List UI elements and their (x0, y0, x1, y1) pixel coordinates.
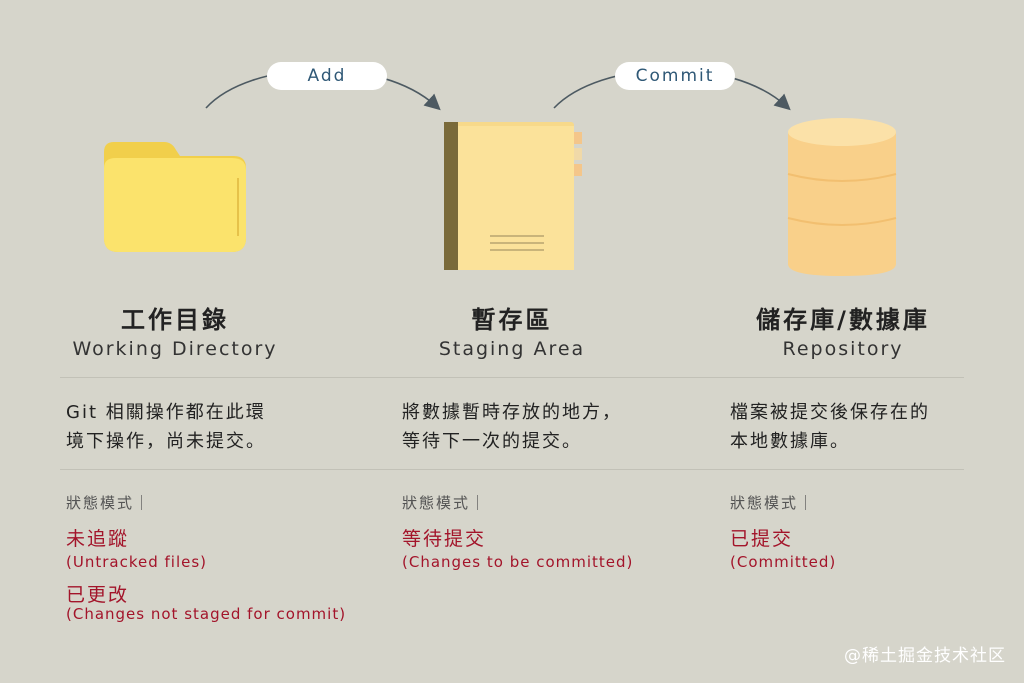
desc-line: 將數據暫時存放的地方， (402, 402, 622, 423)
desc-line: 檔案被提交後保存在的 (730, 402, 930, 423)
notebook-icon (444, 122, 582, 270)
desc-line: Git 相關操作都在此環 (66, 402, 266, 423)
desc-line: 本地數據庫。 (730, 431, 850, 452)
status-untracked: 未追蹤 (66, 528, 130, 550)
divider-top (60, 377, 964, 378)
repository-title: 儲存庫/數據庫 (756, 306, 930, 334)
status-modified-sub: (Changes not staged for commit) (66, 605, 347, 623)
status-committed: 已提交 (730, 528, 794, 550)
status-label: 狀態模式｜ (66, 494, 152, 512)
status-modified: 已更改 (66, 584, 130, 606)
status-staged: 等待提交 (402, 528, 487, 550)
status-staged-sub: (Changes to be committed) (402, 553, 634, 571)
divider-bottom (60, 469, 964, 470)
repository-subtitle: Repository (782, 338, 904, 360)
working-directory-title: 工作目錄 (121, 306, 229, 334)
commit-label: Commit (615, 62, 735, 90)
working-directory-description: Git 相關操作都在此環 境下操作，尚未提交。 (66, 398, 366, 456)
database-icon (787, 118, 897, 276)
staging-area-description: 將數據暫時存放的地方， 等待下一次的提交。 (402, 398, 702, 456)
watermark: @稀土掘金技术社区 (844, 646, 1006, 666)
status-untracked-sub: (Untracked files) (66, 553, 208, 571)
status-label: 狀態模式｜ (730, 494, 816, 512)
staging-area-subtitle: Staging Area (438, 338, 586, 360)
status-committed-sub: (Committed) (730, 553, 837, 571)
status-label: 狀態模式｜ (402, 494, 488, 512)
desc-line: 等待下一次的提交。 (402, 431, 582, 452)
desc-line: 境下操作，尚未提交。 (66, 431, 266, 452)
working-directory-subtitle: Working Directory (72, 338, 278, 360)
staging-area-title: 暫存區 (471, 306, 553, 334)
folder-icon (104, 142, 246, 252)
repository-description: 檔案被提交後保存在的 本地數據庫。 (730, 398, 1010, 456)
add-label: Add (267, 62, 387, 90)
